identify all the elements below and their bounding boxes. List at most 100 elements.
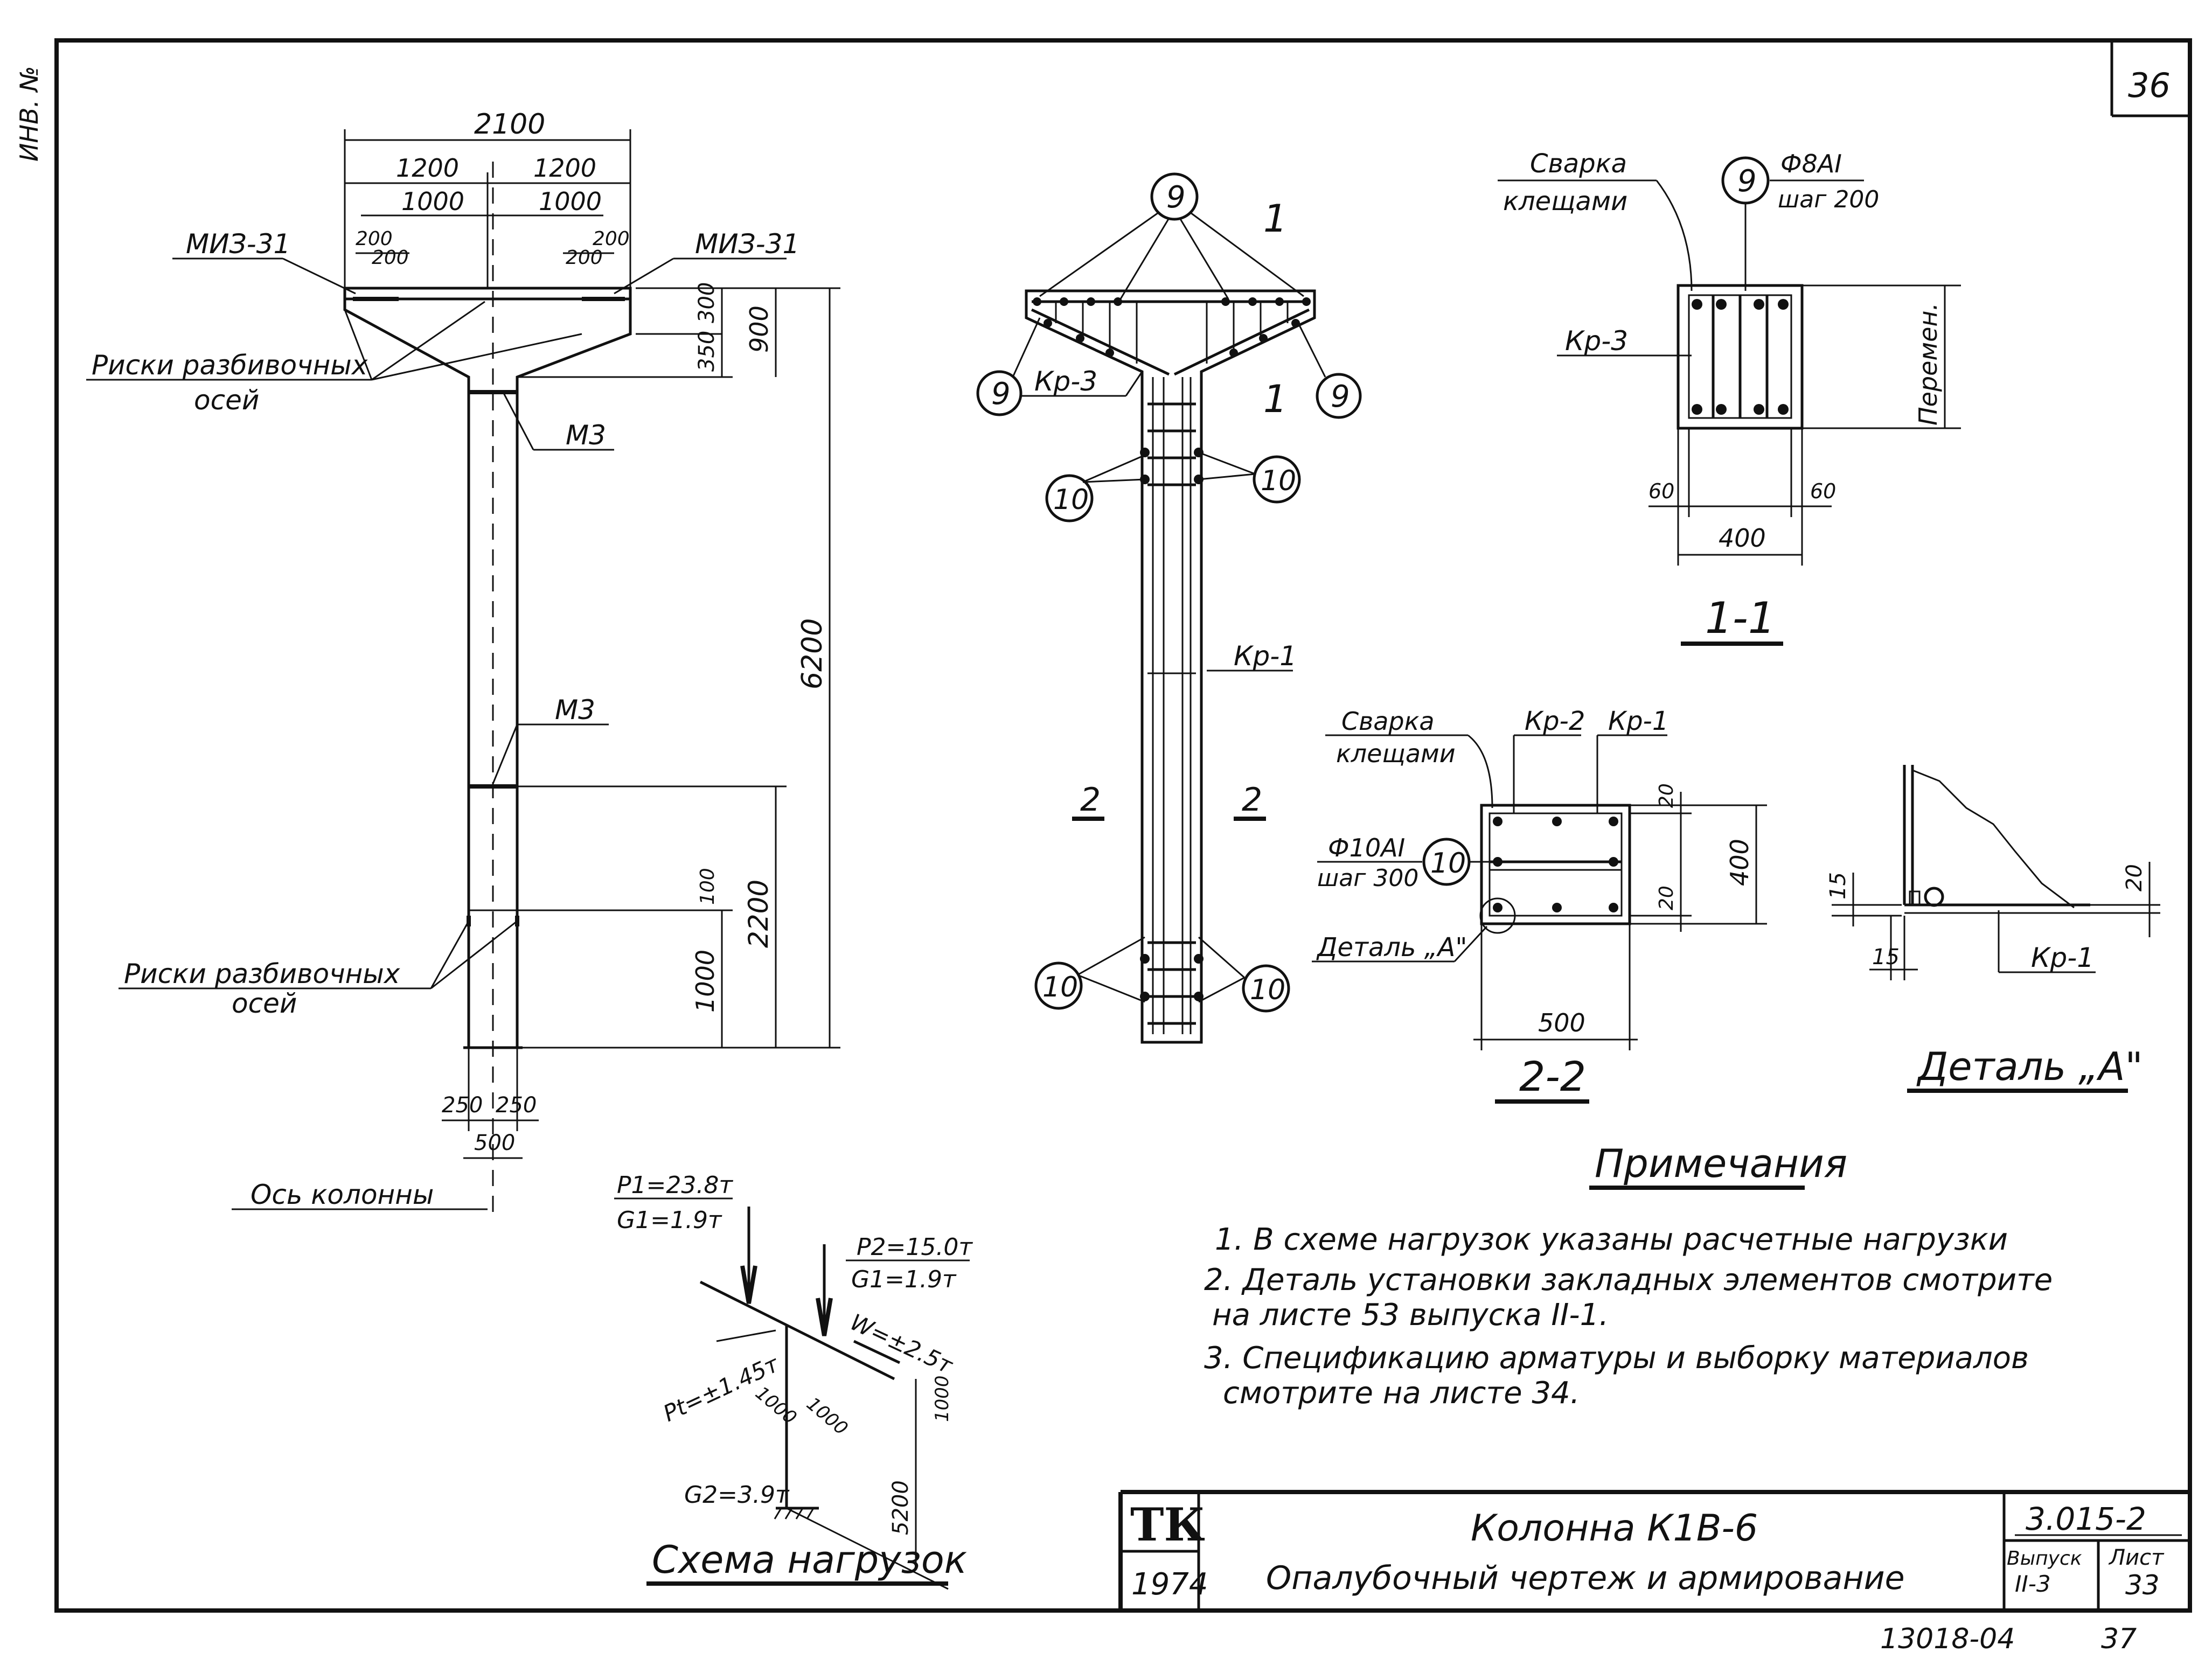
load-g1a: G1=1.9т (617, 1207, 722, 1234)
s11-step: шаг 200 (1778, 186, 1879, 213)
marks-label-bottom-1: Риски разбивочных (124, 958, 400, 989)
s11-weld-2: клещами (1503, 186, 1627, 217)
load-p2: P2=15.0т (857, 1233, 973, 1261)
dim-right: 1200 (533, 154, 596, 183)
column-elevation: 2100 1200 1200 1000 1000 200 200 200 200… (86, 108, 840, 1217)
title-series: 3.015-2 (2026, 1501, 2146, 1537)
load-g1b: G1=1.9т (851, 1266, 957, 1293)
embed-label-left: МИЗ-31 (186, 228, 290, 260)
dim-250-right: 250 (496, 1093, 537, 1118)
s22-kr1: Кр-1 (1608, 706, 1668, 736)
bottom-page: 37 (2101, 1623, 2137, 1655)
dim-small-c: 200 (593, 228, 630, 250)
m3-mid-label: М3 (555, 694, 595, 726)
kr3-label: Кр-3 (1034, 366, 1097, 397)
dim-350: 350 (694, 331, 719, 372)
title-year: 1974 (1131, 1567, 1208, 1602)
dim-small-a: 200 (356, 228, 393, 250)
pos10-d: 10 (1250, 974, 1285, 1006)
s11-dim-400: 400 (1719, 524, 1766, 553)
dim-900: 900 (745, 305, 774, 353)
s11-bar-spec: Ф8АI (1780, 149, 1842, 178)
load-p1: P1=23.8т (617, 1172, 733, 1199)
note-3a: 3. Спецификацию арматуры и выборку матер… (1204, 1341, 2029, 1376)
s22-dim-20-bot: 20 (1655, 886, 1678, 910)
title-sheet-label: Лист (2108, 1545, 2165, 1570)
s22-weld-2: клещами (1336, 739, 1456, 768)
title-issue-label: Выпуск (2007, 1548, 2082, 1570)
s22-weld-1: Сварка (1341, 707, 1435, 736)
detail-dim-15-b: 15 (1872, 945, 1900, 970)
marks-label-top-2: осей (194, 385, 259, 416)
notes-heading: Примечания (1595, 1141, 1847, 1186)
title-line-2: Опалубочный чертеж и армирование (1266, 1559, 1905, 1597)
dim-small-d: 200 (566, 247, 603, 269)
note-2b: на листе 53 выпуска II-1. (1212, 1298, 1609, 1333)
cut11-a: 1 (1263, 197, 1288, 241)
title-issue-value: II-3 (2015, 1571, 2051, 1597)
dim-left: 1200 (396, 154, 459, 183)
notes: Примечания 1. В схеме нагрузок указаны р… (1204, 1141, 2053, 1411)
pos10-c: 10 (1042, 971, 1078, 1003)
load-scheme: P1=23.8т G1=1.9т P2=15.0т G1=1.9т Pt=±1.… (614, 1172, 973, 1590)
s22-dim-400: 400 (1725, 839, 1754, 886)
dim-2200: 2200 (743, 880, 774, 948)
note-1: 1. В схеме нагрузок указаны расчетные на… (1215, 1222, 2008, 1257)
s11-dim-60-right: 60 (1810, 479, 1836, 503)
cut22-left: 2 (1080, 781, 1101, 819)
embed-label-right: МИЗ-31 (695, 228, 799, 260)
section-2-2: Сварка клещами Кр-2 Кр-1 Ф10АI шаг 300 1… (1312, 706, 1767, 1104)
s11-dim-60-left: 60 (1648, 479, 1674, 503)
detail-kr1: Кр-1 (2031, 942, 2094, 973)
title-line-1: Колонна К1В-6 (1471, 1507, 1758, 1550)
title-logo: ТК (1130, 1498, 1205, 1551)
pos10-b: 10 (1261, 465, 1296, 497)
detail-title: Деталь „А" (1916, 1044, 2143, 1089)
s11-variable: Перемен. (1914, 303, 1943, 426)
title-block: ТК 1974 Колонна К1В-6 Опалубочный чертеж… (1118, 1490, 2190, 1611)
m3-top-label: М3 (566, 420, 606, 451)
side-stamp: ИНВ. № (15, 66, 44, 162)
s22-detail-ref: Деталь „А" (1316, 932, 1467, 963)
pos9-right: 9 (1331, 379, 1350, 414)
detail-dim-20: 20 (2122, 864, 2147, 891)
s22-dim-500: 500 (1538, 1008, 1585, 1037)
cut11-b: 1 (1263, 377, 1288, 421)
dim-250-left: 250 (442, 1093, 483, 1118)
pos9-top: 9 (1166, 180, 1186, 215)
marks-label-top-1: Риски разбивочных (92, 350, 368, 381)
dim-300: 300 (694, 282, 719, 323)
marks-label-bottom-2: осей (232, 988, 297, 1019)
s22-bar-spec: Ф10АI (1328, 833, 1405, 862)
load-title: Схема нагрузок (652, 1538, 967, 1582)
note-3b: смотрите на листе 34. (1223, 1376, 1580, 1411)
detail-dim-15-a: 15 (1826, 872, 1851, 900)
load-g2: G2=3.9т (684, 1481, 790, 1509)
load-d1000-c: 1000 (931, 1375, 953, 1422)
s22-kr2: Кр-2 (1525, 706, 1585, 736)
dim-500: 500 (474, 1131, 515, 1155)
s22-pos: 10 (1430, 847, 1466, 880)
dim-total: 2100 (474, 108, 545, 141)
reinforcement-view: 9 9 Кр-3 9 1 1 10 10 Кр-1 2 2 10 (976, 172, 1362, 1044)
s11-pos: 9 (1737, 164, 1757, 199)
s22-step: шаг 300 (1317, 865, 1418, 892)
dim-inner-left: 1000 (401, 187, 464, 216)
sheet-frame: 36 13018-04 37 ИНВ. № (15, 38, 2192, 1655)
load-d1000-b: 1000 (802, 1393, 852, 1439)
detail-a: 15 15 20 Кр-1 Деталь „А" (1826, 765, 2160, 1093)
section-1-1: Сварка клещами 9 Ф8АI шаг 200 Кр-3 Перем… (1498, 149, 1961, 646)
s11-kr3: Кр-3 (1565, 325, 1628, 357)
load-d1000-a: 1000 (751, 1382, 801, 1428)
dim-6200: 6200 (796, 618, 829, 689)
s11-title: 1-1 (1705, 593, 1776, 643)
cut22-right: 2 (1242, 781, 1262, 819)
s11-weld-1: Сварка (1530, 149, 1627, 179)
bottom-code: 13018-04 (1880, 1623, 2015, 1655)
kr1-label: Кр-1 (1234, 640, 1297, 672)
dim-inner-right: 1000 (539, 187, 602, 216)
axis-label: Ось колонны (251, 1179, 434, 1210)
s22-dim-20-top: 20 (1655, 783, 1678, 808)
s22-title: 2-2 (1519, 1052, 1586, 1100)
